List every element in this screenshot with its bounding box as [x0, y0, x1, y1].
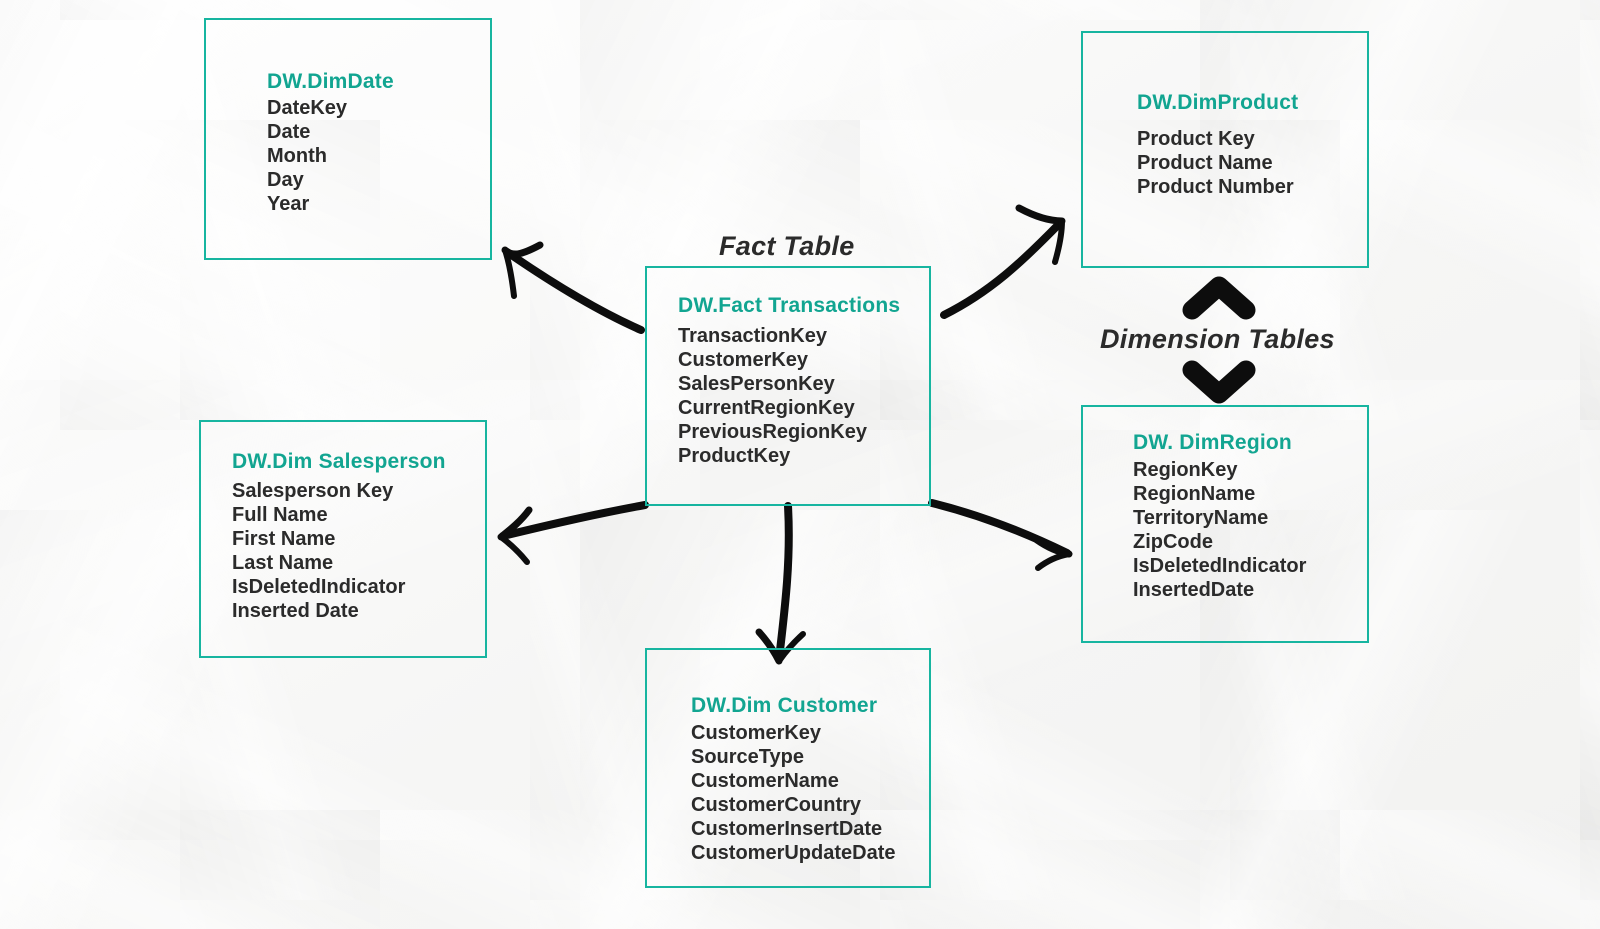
- chevron-up-icon: [1182, 276, 1256, 320]
- connector-fact-to-dim-product: [940, 204, 1066, 319]
- field-item: PreviousRegionKey: [678, 421, 867, 443]
- field-item: Day: [267, 169, 304, 191]
- field-item: Product Name: [1137, 152, 1273, 174]
- dimension-tables-label: Dimension Tables: [1100, 324, 1335, 354]
- entity-title-dim-date: DW.DimDate: [267, 70, 394, 93]
- field-item: Last Name: [232, 552, 334, 574]
- field-list-dim-region: RegionKey RegionName TerritoryName ZipCo…: [1133, 458, 1367, 602]
- field-list-fact-table: TransactionKey CustomerKey SalesPersonKe…: [678, 324, 929, 468]
- field-item: CurrentRegionKey: [678, 397, 855, 419]
- field-item: Year: [267, 193, 310, 215]
- entity-title-fact-table: DW.Fact Transactions: [678, 294, 901, 317]
- entity-box-dim-date[interactable]: DW.DimDate DateKey Date Month Day Year: [204, 18, 492, 260]
- entity-box-dim-region[interactable]: DW. DimRegion RegionKey RegionName Terri…: [1081, 405, 1369, 643]
- connector-fact-to-dim-region: [928, 499, 1073, 571]
- entity-box-dim-product[interactable]: DW.DimProduct Product Key Product Name P…: [1081, 31, 1369, 268]
- field-item: Product Key: [1137, 128, 1255, 150]
- entity-title-dim-customer: DW.Dim Customer: [691, 694, 878, 717]
- field-item: CustomerCountry: [691, 794, 862, 816]
- field-item: ZipCode: [1133, 531, 1213, 553]
- field-item: Full Name: [232, 504, 328, 526]
- entity-box-dim-customer[interactable]: DW.Dim Customer CustomerKey SourceType C…: [645, 648, 931, 888]
- field-item: RegionKey: [1133, 459, 1238, 481]
- entity-title-dim-region: DW. DimRegion: [1133, 431, 1292, 454]
- field-item: Inserted Date: [232, 600, 359, 622]
- field-item: TerritoryName: [1133, 507, 1269, 529]
- field-item: CustomerInsertDate: [691, 818, 883, 840]
- field-item: IsDeletedIndicator: [1133, 555, 1307, 577]
- field-list-dim-product: Product Key Product Name Product Number: [1137, 127, 1367, 199]
- entity-title-dim-salesperson: DW.Dim Salesperson: [232, 450, 446, 473]
- field-item: SourceType: [691, 746, 804, 768]
- field-item: DateKey: [267, 97, 348, 119]
- field-list-dim-customer: CustomerKey SourceType CustomerName Cust…: [691, 721, 929, 865]
- field-item: CustomerKey: [691, 722, 822, 744]
- field-item: RegionName: [1133, 483, 1256, 505]
- field-item: Month: [267, 145, 327, 167]
- field-item: CustomerName: [691, 770, 839, 792]
- field-item: SalesPersonKey: [678, 373, 835, 395]
- connector-fact-to-dim-customer: [755, 502, 806, 665]
- field-item: TransactionKey: [678, 325, 827, 347]
- field-item: CustomerKey: [678, 349, 809, 371]
- field-item: Date: [267, 121, 311, 143]
- connector-fact-to-dim-date: [501, 241, 645, 334]
- entity-title-dim-product: DW.DimProduct: [1137, 91, 1299, 114]
- field-item: Product Number: [1137, 176, 1294, 198]
- field-item: First Name: [232, 528, 336, 550]
- field-list-dim-date: DateKey Date Month Day Year: [267, 96, 490, 216]
- entity-box-dim-salesperson[interactable]: DW.Dim Salesperson Salesperson Key Full …: [199, 420, 487, 658]
- connector-fact-to-dim-salesperson: [497, 501, 649, 565]
- field-item: InsertedDate: [1133, 579, 1255, 601]
- field-item: CustomerUpdateDate: [691, 842, 896, 864]
- entity-box-fact-table[interactable]: DW.Fact Transactions TransactionKey Cust…: [645, 266, 931, 506]
- chevron-down-icon: [1182, 360, 1256, 404]
- field-item: IsDeletedIndicator: [232, 576, 406, 598]
- field-item: Salesperson Key: [232, 480, 394, 502]
- field-item: ProductKey: [678, 445, 791, 467]
- field-list-dim-salesperson: Salesperson Key Full Name First Name Las…: [232, 479, 485, 623]
- fact-table-label: Fact Table: [719, 231, 855, 261]
